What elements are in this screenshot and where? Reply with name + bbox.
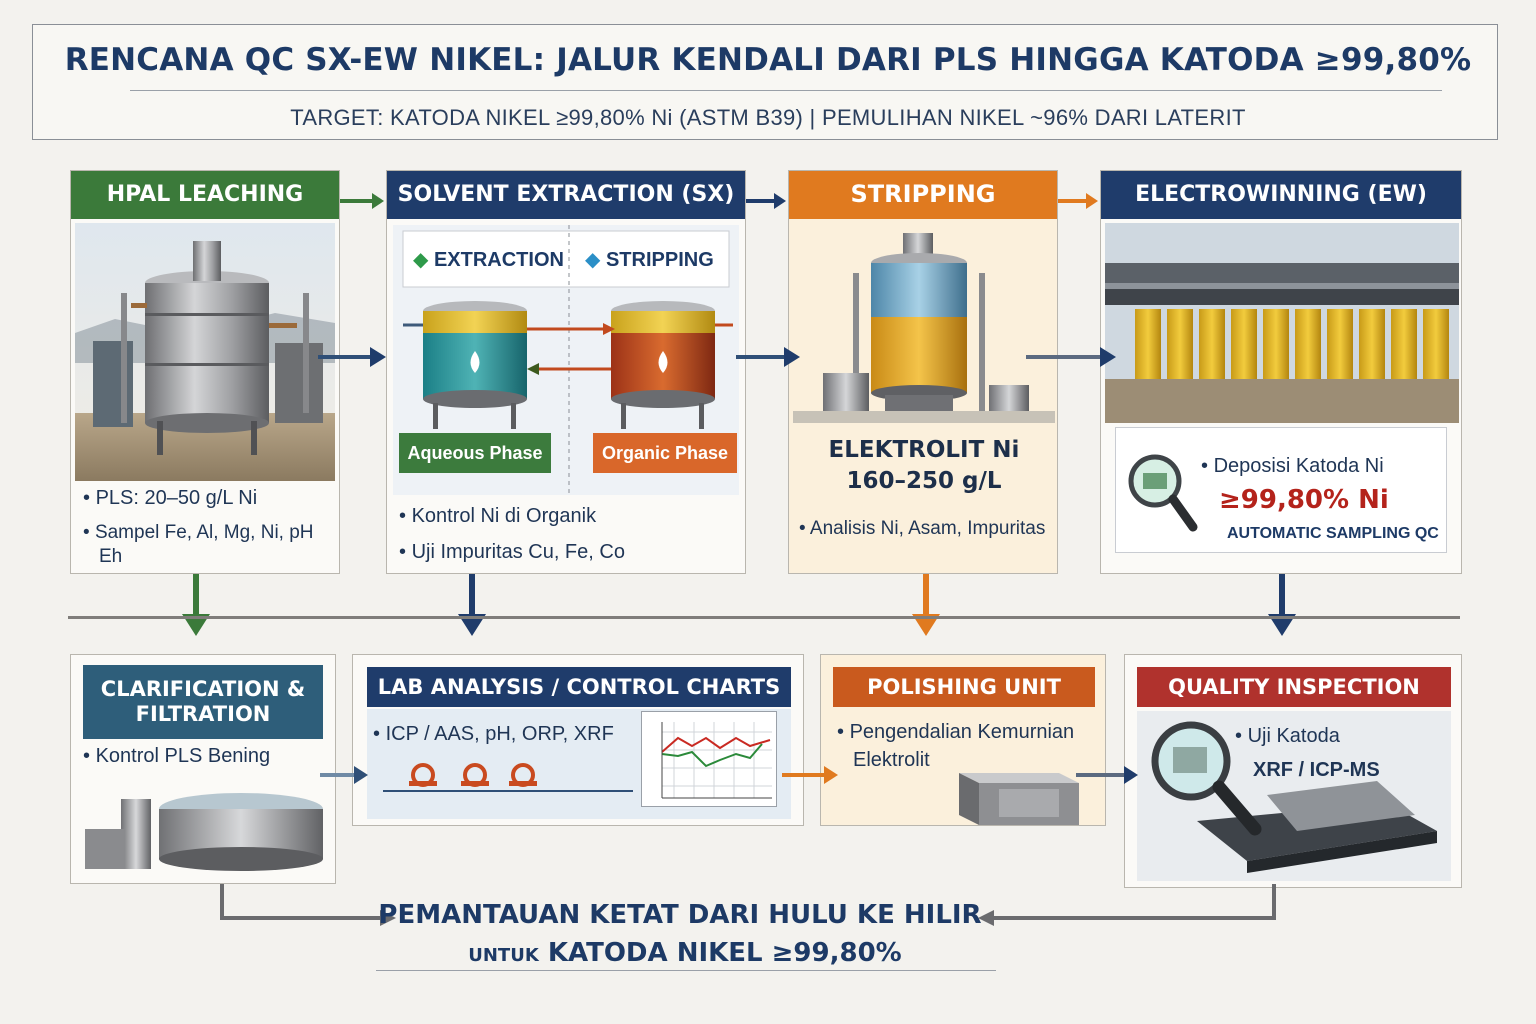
arrow-mid-stripping-ew (1026, 347, 1116, 367)
tab-stripping: ◆ STRIPPING (585, 247, 714, 272)
sx-mixer-settler-illustration (393, 225, 739, 495)
quality-inspection-title: QUALITY INSPECTION (1137, 667, 1451, 707)
electrolyte-label-line1: ELEKTROLIT Ni (828, 437, 1020, 463)
tab-extraction-label: EXTRACTION (433, 249, 564, 271)
lab-analysis-title: LAB ANALYSIS / CONTROL CHARTS (367, 667, 791, 707)
clarification-title-line1: CLARIFICATION & (100, 676, 306, 701)
arrow-stripping-to-ew (1058, 193, 1098, 209)
stage-divider-line (68, 616, 1460, 619)
qi-bullet-cathode: Uji Katoda (1235, 723, 1455, 749)
hpal-leaching-card: HPAL LEACHING P (70, 170, 340, 574)
ew-bullet-deposition: Deposisi Katoda Ni (1201, 453, 1451, 479)
arrow-down-hpal (182, 574, 210, 636)
tab-stripping-label: STRIPPING (605, 249, 714, 271)
arrow-mid-sx-stripping (736, 347, 800, 367)
sx-bullet-organic: Kontrol Ni di Organik (399, 503, 739, 529)
ew-purity-highlight: ≥99,80% Ni (1219, 485, 1389, 515)
arrow-hpal-to-sx (340, 193, 384, 209)
polishing-bullet-line1: Pengendalian Kemurnian (837, 719, 1103, 745)
polishing-unit-illustration (939, 767, 1089, 825)
footer-line2: UNTUK KATODA NIKEL ≥99,80% (0, 938, 1370, 968)
electrolyte-label: ELEKTROLIT Ni 160–250 g/L (789, 435, 1057, 497)
arrow-mid-hpal-sx (318, 347, 386, 367)
electrowinning-title: ELECTROWINNING (EW) (1101, 171, 1461, 219)
electrowinning-card: ELECTROWINNING (EW) (1100, 170, 1462, 574)
hpal-bullet-sample: Sampel Fe, Al, Mg, Ni, pH (83, 521, 333, 546)
page-subtitle: TARGET: KATODA NIKEL ≥99,80% Ni (ASTM B3… (290, 105, 1246, 130)
arrow-lab-to-polishing (782, 766, 838, 784)
clarification-card: CLARIFICATION & FILTRATION Kontrol PLS B… (70, 654, 336, 884)
hpal-bullet-pls: PLS: 20–50 g/L Ni (83, 485, 333, 511)
title-divider (130, 90, 1442, 91)
polishing-bullet-line2: Elektrolit (853, 749, 930, 771)
organic-phase-label: Organic Phase (593, 433, 737, 473)
arrow-clar-to-lab (320, 766, 368, 784)
ew-auto-sampling-note: AUTOMATIC SAMPLING QC (1227, 525, 1439, 542)
blue-diamond-icon: ◆ (585, 249, 601, 271)
electrolyte-label-line2: 160–250 g/L (846, 468, 1002, 495)
hpal-bullet-eh: Eh (99, 546, 123, 567)
arrow-polishing-to-qi (1076, 766, 1138, 784)
stripping-title: STRIPPING (789, 171, 1057, 219)
page-title: RENCANA QC SX-EW NIKEL: JALUR KENDALI DA… (64, 42, 1472, 78)
solvent-extraction-title: SOLVENT EXTRACTION (SX) (387, 171, 745, 219)
stripping-card: STRIPPING ELEKTROLIT Ni 160–250 g/L Anal… (788, 170, 1058, 574)
quality-inspection-card: QUALITY INSPECTION Uji Katoda XRF / ICP-… (1124, 654, 1462, 888)
solvent-extraction-card: SOLVENT EXTRACTION (SX) (386, 170, 746, 574)
sx-bullet-impurity: Uji Impuritas Cu, Fe, Co (399, 539, 739, 565)
polishing-unit-title: POLISHING UNIT (833, 667, 1095, 707)
clarification-title-line2: FILTRATION (135, 702, 271, 726)
clarifier-tank-illustration (81, 779, 327, 879)
arrow-sx-to-stripping (746, 193, 786, 209)
header-frame (32, 24, 1498, 140)
control-chart-icon (641, 711, 777, 807)
sample-vials-icons (383, 755, 643, 797)
clarification-title: CLARIFICATION & FILTRATION (83, 665, 323, 739)
footer-line2-main: KATODA NIKEL ≥99,80% (547, 938, 902, 968)
cathode-inspection-illustration (1137, 711, 1451, 881)
lab-analysis-card: LAB ANALYSIS / CONTROL CHARTS ICP / AAS,… (352, 654, 804, 826)
aqueous-phase-label: Aqueous Phase (399, 433, 551, 473)
magnifier-icon (1125, 451, 1199, 532)
tab-extraction: ◆ EXTRACTION (413, 247, 564, 272)
stripping-tank-illustration (793, 223, 1055, 423)
arrow-down-ew (1268, 574, 1296, 636)
lab-bullet-methods: ICP / AAS, pH, ORP, XRF (373, 721, 653, 747)
footer-line2-prefix: UNTUK (468, 945, 539, 966)
footer-line1: PEMANTAUAN KETAT DARI HULU KE HILIR (378, 900, 982, 930)
polishing-unit-card: POLISHING UNIT Pengendalian Kemurnian El… (820, 654, 1106, 826)
stripping-bullet-analysis: Analisis Ni, Asam, Impuritas (799, 517, 1055, 542)
clarification-bullet: Kontrol PLS Bening (83, 743, 333, 769)
ew-cellhouse-illustration (1105, 223, 1459, 423)
qi-bullet-methods: XRF / ICP-MS (1253, 759, 1380, 781)
loop-arrow-left (220, 884, 396, 926)
arrow-down-sx (458, 574, 486, 636)
arrow-down-stripping (912, 574, 940, 636)
footer-divider (376, 970, 996, 971)
loop-arrow-right (978, 884, 1276, 926)
hpal-leaching-title: HPAL LEACHING (71, 171, 339, 219)
green-diamond-icon: ◆ (413, 249, 429, 271)
